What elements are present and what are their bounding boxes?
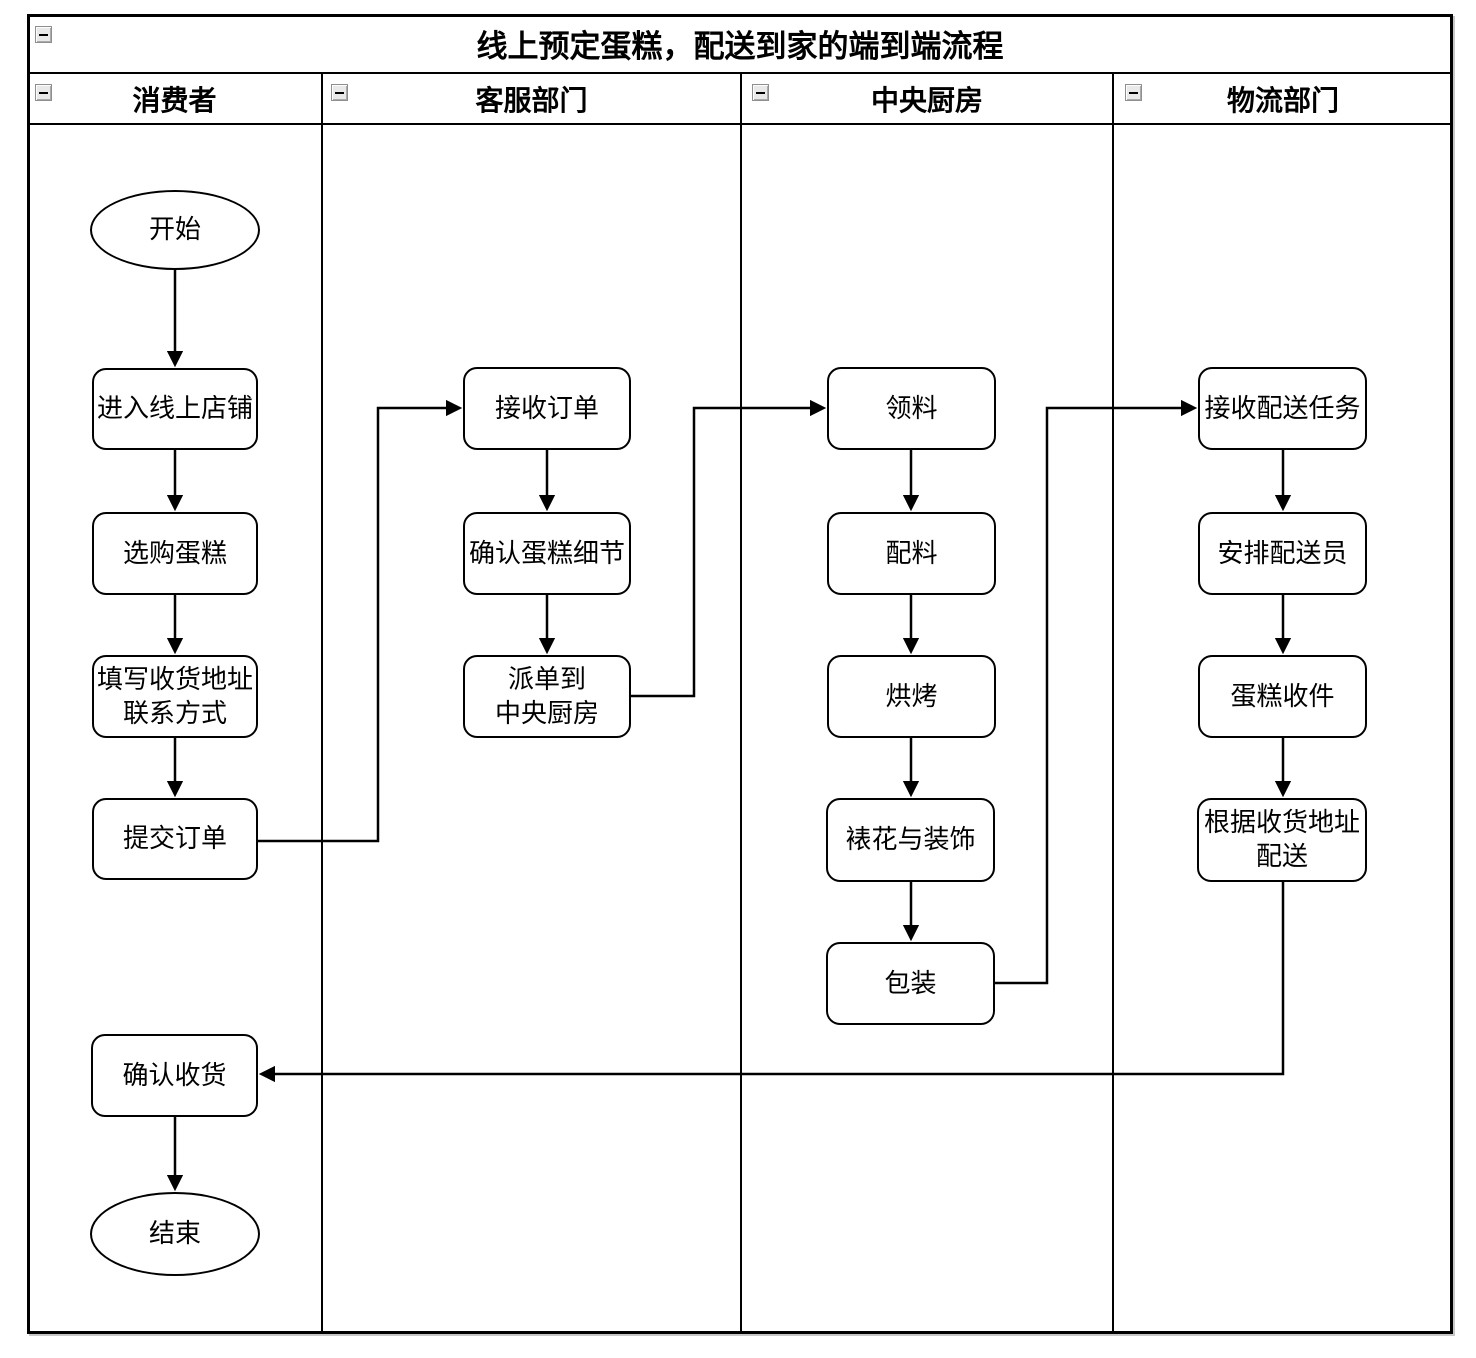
node-bake[interactable]: 烘烤 bbox=[827, 655, 996, 738]
connector-submit-order-receive-order bbox=[258, 399, 463, 843]
node-submit-order[interactable]: 提交订单 bbox=[92, 798, 258, 880]
node-deliver[interactable]: 根据收货地址 配送 bbox=[1197, 798, 1367, 882]
minus-glyph bbox=[39, 33, 48, 36]
node-fill-address[interactable]: 填写收货地址 联系方式 bbox=[92, 655, 258, 738]
collapse-icon[interactable] bbox=[35, 84, 52, 101]
minus-glyph bbox=[1129, 91, 1138, 94]
node-pickup-cake[interactable]: 蛋糕收件 bbox=[1198, 655, 1367, 738]
collapse-icon[interactable] bbox=[35, 26, 52, 43]
node-pack[interactable]: 包装 bbox=[826, 942, 995, 1025]
node-start[interactable]: 开始 bbox=[90, 190, 260, 270]
lane-divider-2 bbox=[740, 72, 742, 1334]
connector-deliver-confirm-receipt bbox=[258, 882, 1285, 1083]
lane-header-logistics[interactable]: 物流部门 bbox=[1113, 72, 1453, 123]
connector-dispatch-get-materials bbox=[631, 399, 827, 698]
node-decorate[interactable]: 裱花与装饰 bbox=[826, 798, 995, 882]
lane-divider-3 bbox=[1112, 72, 1114, 1334]
node-assign-courier[interactable]: 安排配送员 bbox=[1198, 512, 1367, 595]
connector-pack-receive-task bbox=[995, 399, 1198, 985]
minus-glyph bbox=[756, 91, 765, 94]
node-get-materials[interactable]: 领料 bbox=[827, 367, 996, 450]
lane-label: 物流部门 bbox=[1226, 85, 1339, 116]
node-dispatch-kitchen[interactable]: 派单到 中央厨房 bbox=[463, 655, 631, 738]
collapse-icon[interactable] bbox=[1125, 84, 1142, 101]
diagram-title-text: 线上预定蛋糕，配送到家的端到端流程 bbox=[476, 28, 1004, 64]
minus-glyph bbox=[39, 91, 48, 94]
diagram-title: 线上预定蛋糕，配送到家的端到端流程 bbox=[27, 14, 1453, 72]
collapse-icon[interactable] bbox=[331, 84, 348, 101]
node-select-cake[interactable]: 选购蛋糕 bbox=[92, 512, 258, 595]
node-confirm-details[interactable]: 确认蛋糕细节 bbox=[463, 512, 631, 595]
node-receive-order[interactable]: 接收订单 bbox=[463, 367, 631, 450]
collapse-icon[interactable] bbox=[752, 84, 769, 101]
minus-glyph bbox=[335, 91, 344, 94]
node-receive-task[interactable]: 接收配送任务 bbox=[1198, 367, 1367, 450]
lane-header-kitchen[interactable]: 中央厨房 bbox=[741, 72, 1113, 123]
node-end[interactable]: 结束 bbox=[90, 1192, 260, 1276]
lane-header-consumer[interactable]: 消费者 bbox=[27, 72, 322, 123]
lane-label: 消费者 bbox=[132, 85, 217, 116]
lane-divider-1 bbox=[321, 72, 323, 1334]
node-enter-store[interactable]: 进入线上店铺 bbox=[92, 368, 258, 450]
lane-header-service[interactable]: 客服部门 bbox=[322, 72, 741, 123]
node-confirm-receipt[interactable]: 确认收货 bbox=[91, 1034, 258, 1117]
lane-label: 中央厨房 bbox=[870, 85, 983, 116]
lane-label: 客服部门 bbox=[475, 85, 588, 116]
node-mix-ingredients[interactable]: 配料 bbox=[827, 512, 996, 595]
